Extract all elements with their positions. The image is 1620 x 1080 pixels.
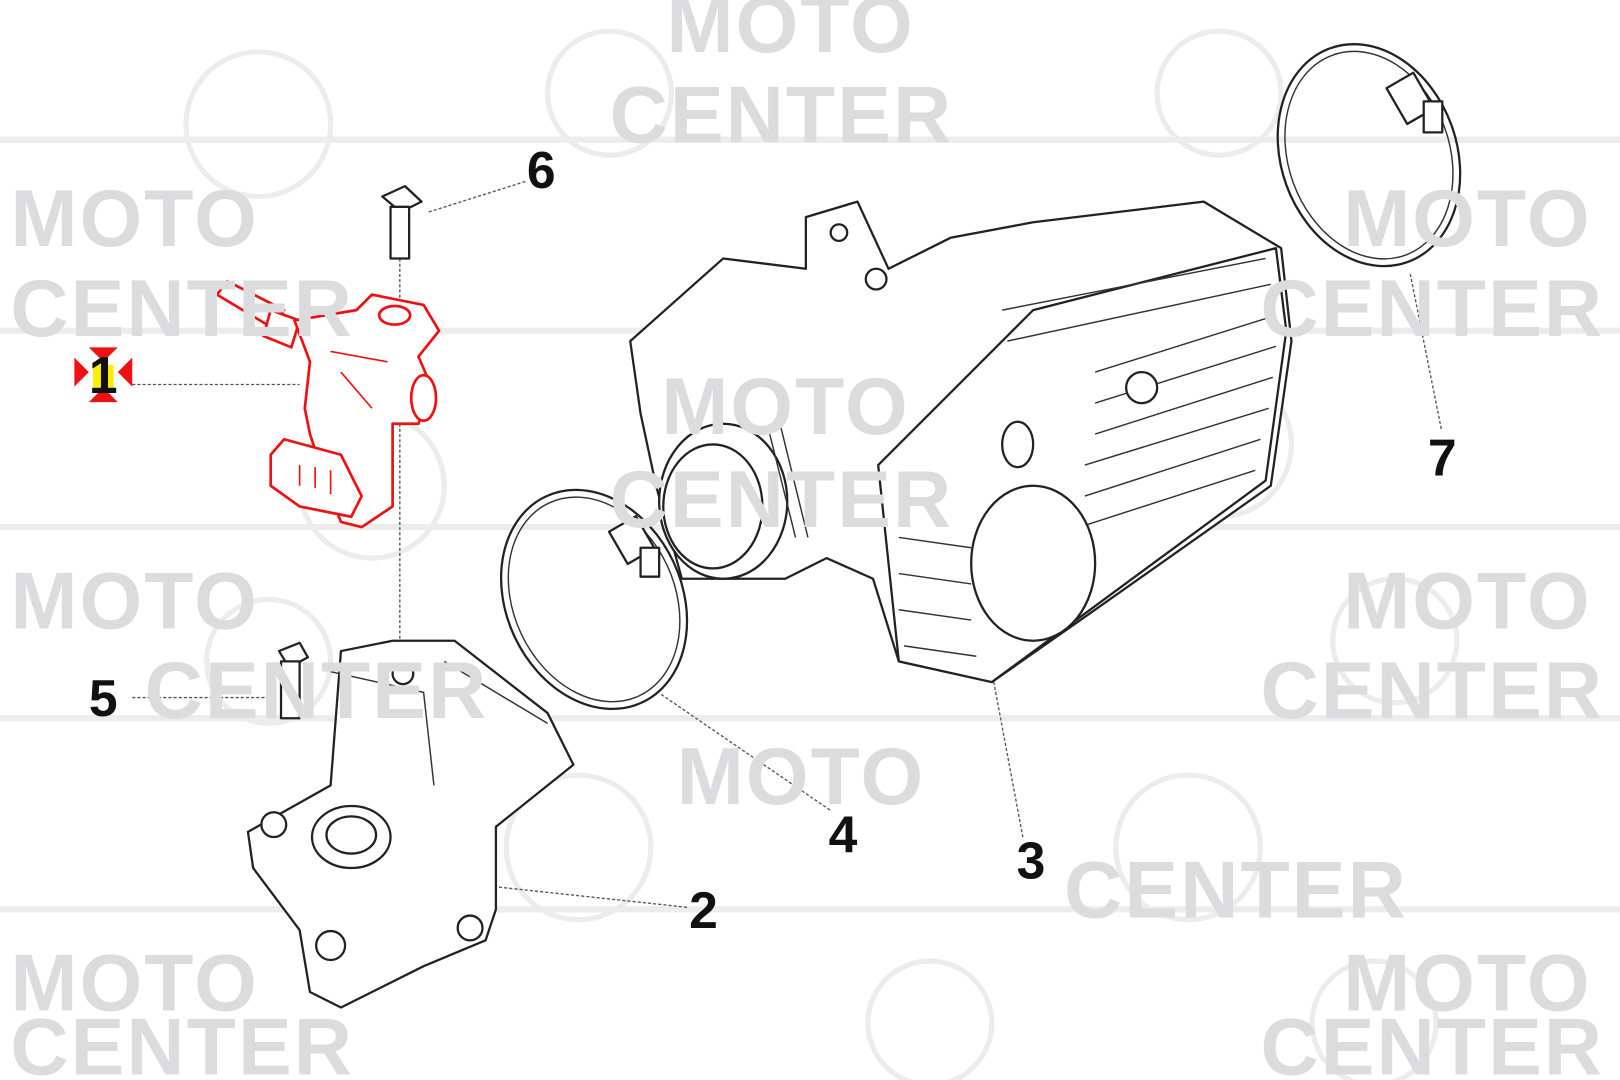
callout-1[interactable]: 1	[89, 346, 118, 404]
watermark-text: MOTO	[10, 939, 259, 1029]
callout-2[interactable]: 2	[689, 881, 718, 939]
watermark-text: MOTO	[677, 732, 926, 822]
callout-4[interactable]: 4	[829, 806, 858, 864]
callout-7[interactable]: 7	[1428, 428, 1457, 486]
part-4-hose-clamp[interactable]	[466, 459, 721, 739]
callout-5[interactable]: 5	[89, 669, 118, 727]
part-3-throttle-body[interactable]	[629, 200, 1293, 684]
watermark-text: CENTER	[1064, 846, 1408, 936]
callout-3[interactable]: 3	[1017, 831, 1046, 889]
part-7-hose-clamp[interactable]	[1248, 18, 1491, 292]
watermark-text: CENTER	[10, 1003, 354, 1080]
watermark-text: CENTER	[1260, 264, 1604, 354]
watermark-text: MOTO	[666, 0, 915, 70]
watermark-text: CENTER	[145, 646, 489, 736]
watermark-text: CENTER	[610, 455, 954, 545]
watermark-text: CENTER	[610, 71, 954, 161]
watermark-text: MOTO	[1343, 556, 1592, 646]
watermark-text: MOTO	[10, 174, 259, 264]
part-5-screw[interactable]	[277, 641, 310, 720]
watermark-text: MOTO	[10, 556, 259, 646]
watermark: MOTO CENTER MOTO CENTER MOTO CENTER MOTO…	[10, 0, 1604, 1080]
part-6-screw[interactable]	[381, 185, 423, 260]
watermark-text: MOTO	[1343, 174, 1592, 264]
part-1-fuel-injector[interactable]	[215, 279, 441, 529]
watermark-text: CENTER	[1260, 1003, 1604, 1080]
watermark-text: CENTER	[1260, 646, 1604, 736]
selected-part-marker	[74, 347, 133, 403]
leader-lines	[132, 180, 1442, 908]
watermark-text: MOTO	[661, 362, 910, 452]
watermark-text: MOTO	[1343, 939, 1592, 1029]
watermark-text: CENTER	[10, 264, 354, 354]
part-2-intake-manifold[interactable]	[246, 639, 575, 1009]
callout-6[interactable]: 6	[527, 141, 556, 199]
